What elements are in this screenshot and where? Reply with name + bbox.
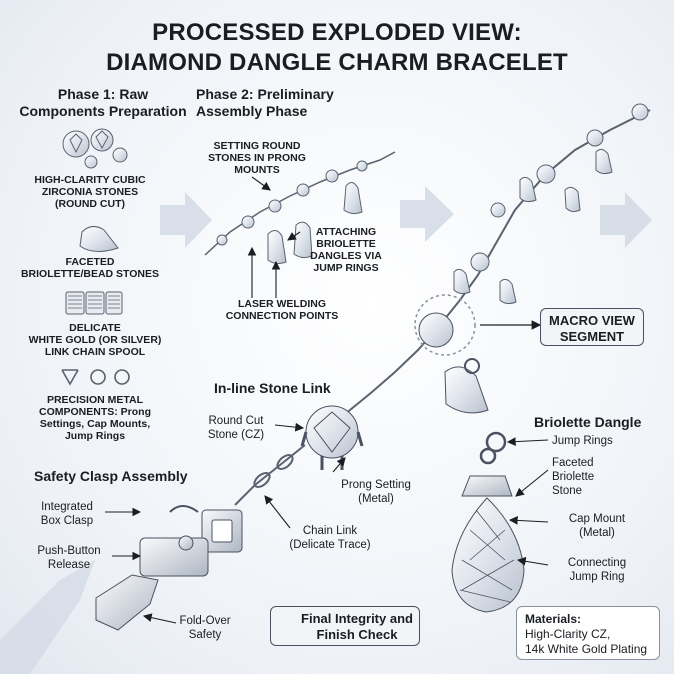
label-line: (Delicate Trace) — [289, 539, 371, 551]
prong-label: Prong Setting (Metal) — [326, 478, 426, 506]
phase1-metal-label: PRECISION METAL COMPONENTS: Prong Settin… — [20, 394, 170, 442]
process-arrow-2 — [400, 186, 454, 242]
phase2-heading-line2: Assembly Phase — [196, 103, 308, 119]
label-line: SEGMENT — [559, 329, 625, 344]
label-line: Stone — [552, 485, 583, 497]
phase1-heading-line1: Phase 1: Raw — [57, 86, 149, 102]
label-line: Integrated — [41, 501, 93, 513]
lower-chain — [234, 444, 306, 506]
label-line: LASER WELDING — [237, 298, 327, 310]
title-line-1: PROCESSED EXPLODED VIEW: — [152, 19, 522, 46]
jump-rings-label: Jump Rings — [552, 435, 613, 447]
phase1-round-stones — [62, 128, 128, 169]
inline-prongs — [300, 431, 364, 470]
cap-mount-label: Cap Mount (Metal) — [552, 512, 642, 540]
materials-heading: Materials: — [525, 612, 582, 626]
label-line: Round Cut — [208, 415, 264, 427]
clasp-heading: Safety Clasp Assembly — [34, 468, 188, 484]
label-line: DELICATE — [69, 322, 121, 334]
label-line: MACRO VIEW — [549, 313, 635, 328]
title-line-2: DIAMOND DANGLE CHARM BRACELET — [106, 49, 568, 76]
push-button-label: Push-Button Release — [24, 544, 114, 572]
label-line: COMPONENTS: Prong — [39, 406, 151, 418]
label-line: Fold-Over — [179, 615, 231, 627]
label-line: Prong Setting — [341, 479, 411, 491]
materials-line-2: 14k White Gold Plating — [525, 642, 648, 656]
briolette-dangle-illustration — [451, 431, 525, 613]
process-arrow-bottom — [0, 560, 95, 674]
macro-ring — [414, 294, 476, 356]
label-line: BRIOLETTE — [316, 238, 376, 250]
label-line: Jump Ring — [569, 571, 625, 583]
label-line: (Metal) — [579, 527, 615, 539]
macro-view-box: MACRO VIEW SEGMENT — [540, 308, 644, 346]
phase1-chain-label: DELICATE WHITE GOLD (or Silver) LINK CHA… — [20, 322, 170, 358]
label-line: Chain Link — [302, 525, 358, 537]
connecting-label: Connecting Jump Ring — [552, 556, 642, 584]
label-line: HIGH-CLARITY CUBIC — [34, 174, 146, 186]
label-line: CONNECTION POINTS — [225, 310, 339, 322]
page-title: PROCESSED EXPLODED VIEW: DIAMOND DANGLE … — [0, 18, 674, 78]
label-line: Faceted — [552, 457, 594, 469]
materials-box: Materials: High-Clarity CZ, 14k White Go… — [516, 606, 660, 660]
small-dangle — [444, 366, 489, 414]
inline-heading: In-line Stone Link — [214, 380, 331, 396]
round-cut-label: Round Cut Stone (CZ) — [196, 414, 276, 442]
label-line: Settings, Cap Mounts, — [39, 418, 151, 430]
label-line: Briolette — [552, 471, 595, 483]
label-line: (ROUND CUT) — [55, 198, 125, 210]
phase1-stones-label: HIGH-CLARITY CUBIC ZIRCONIA STONES (ROUN… — [20, 174, 160, 210]
phase1-heading: Phase 1: Raw Components Preparation — [8, 86, 198, 120]
phase2-welding-label: LASER WELDING CONNECTION POINTS — [212, 298, 352, 322]
label-line: Connecting — [567, 557, 627, 569]
label-line: Jump Rings — [64, 430, 126, 442]
label-line: FACETED — [65, 256, 115, 268]
clasp-illustration — [95, 509, 243, 631]
process-arrow-1 — [160, 192, 212, 248]
box-clasp-label: Integrated Box Clasp — [22, 500, 112, 528]
label-line: JUMP RINGS — [313, 262, 379, 274]
label-line: Finish Check — [316, 627, 398, 642]
label-line: Cap Mount — [568, 513, 626, 525]
label-line: Box Clasp — [40, 515, 94, 527]
inline-stone — [305, 312, 454, 459]
label-line: (Metal) — [358, 493, 394, 505]
chain-link-label: Chain Link (Delicate Trace) — [270, 524, 390, 552]
final-check-box: Final Integrity and Finish Check — [270, 606, 420, 646]
label-line: SETTING ROUND — [213, 140, 301, 152]
label-line: Push-Button — [37, 545, 101, 557]
phase1-chain-spool — [65, 291, 123, 315]
chain-clusters — [453, 103, 649, 305]
label-line: DANGLES VIA — [310, 250, 382, 262]
dangle-heading: Briolette Dangle — [534, 414, 642, 430]
materials-line-1: High-Clarity CZ, — [525, 627, 611, 641]
phase2-heading-line1: Phase 2: Preliminary — [196, 86, 334, 102]
label-line: WHITE GOLD (or Silver) — [28, 334, 162, 346]
label-line: STONES IN PRONG — [208, 152, 306, 164]
label-line: Final Integrity and — [301, 611, 413, 626]
phase2-attaching-label: ATTACHING BRIOLETTE DANGLES VIA JUMP RIN… — [296, 226, 396, 274]
process-arrow-3 — [600, 192, 652, 248]
faceted-label: Faceted Briolette Stone — [552, 456, 632, 498]
label-line: MOUNTS — [234, 164, 280, 176]
label-line: ZIRCONIA STONES — [41, 186, 139, 198]
phase1-briolette-label: FACETED BRIOLETTE/BEAD STONES — [20, 256, 160, 280]
phase1-heading-line2: Components Preparation — [19, 103, 187, 119]
label-line: Safety — [188, 629, 222, 641]
label-line: Stone (CZ) — [207, 429, 265, 441]
label-line: Release — [47, 559, 91, 571]
fold-over-label: Fold-Over Safety — [170, 614, 240, 642]
label-line: LINK CHAIN SPOOL — [44, 346, 146, 358]
label-line: ATTACHING — [315, 226, 377, 238]
label-line: PRECISION METAL — [46, 394, 144, 406]
phase1-briolette — [79, 226, 119, 252]
phase2-heading: Phase 2: Preliminary Assembly Phase — [196, 86, 376, 120]
phase2-setting-label: SETTING ROUND STONES IN PRONG MOUNTS — [192, 140, 322, 176]
label-line: BRIOLETTE/BEAD STONES — [20, 268, 160, 280]
phase2-stones — [216, 160, 368, 265]
phase1-metal-parts — [61, 369, 130, 386]
